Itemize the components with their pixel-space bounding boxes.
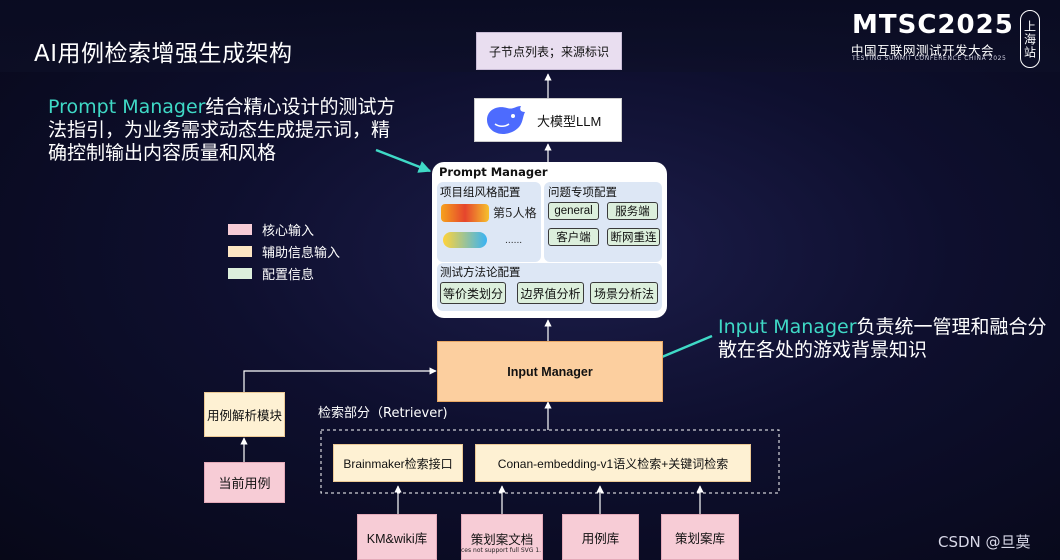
input-manager-node: Input Manager [437,341,663,402]
problem-config-title: 问题专项配置 [548,185,617,199]
arrow-parser-to-im [243,367,437,392]
legend-label: 辅助信息输入 [262,245,341,261]
csdn-watermark: CSDN @旦莫 [938,533,1031,551]
conan-retrieval-node: Conan-embedding-v1语义检索+关键词检索 [475,444,751,482]
legend-swatch-core [228,223,252,235]
annotation-input-highlight: Input Manager [718,316,857,338]
prompt-manager-title: Prompt Manager [439,165,548,179]
game-logo-1 [441,204,489,222]
deepseek-whale-icon [487,106,525,134]
chip-equivalence-partitioning: 等价类划分 [440,282,506,304]
llm-node: 大模型LLM [474,98,622,142]
annotation-prompt-text: 结合精心设计的测试方法指引，为业务需求动态生成提示词，精确控制输出内容质量和风格 [48,96,396,164]
conference-tagline: TESTING SUMMIT CONFERENCE CHINA 2025 [852,55,1007,62]
retriever-label: 检索部分（Retriever) [318,406,448,421]
problem-config-panel: 问题专项配置 general 服务端 客户端 断网重连 [544,182,662,262]
more-projects: ...... [505,236,523,246]
project-style-panel: 项目组风格配置 第5人格 ...... [437,182,541,262]
annotation-arrow-prompt [375,148,432,173]
chip-reconnect: 断网重连 [607,228,660,246]
chip-client: 客户端 [548,228,599,246]
conference-city-badge: 上海站 [1020,10,1040,68]
game-logo-identity-v: 第5人格 [493,206,537,220]
retriever-group-border [320,429,780,494]
methodology-title: 测试方法论配置 [440,265,521,279]
legend-item: 核心输入 [228,218,340,240]
legend-item: 配置信息 [228,262,340,284]
prompt-manager-node: Prompt Manager 项目组风格配置 第5人格 ...... 问题专项配… [432,162,667,318]
annotation-prompt-manager: Prompt Manager结合精心设计的测试方法指引，为业务需求动态生成提示词… [48,96,408,165]
brainmaker-node: Brainmaker检索接口 [333,444,463,482]
annotation-prompt-highlight: Prompt Manager [48,96,206,118]
page-title: AI用例检索增强生成架构 [34,41,293,67]
chip-general: general [548,202,599,220]
source-kmwiki: KM&wiki库 [357,514,437,560]
chip-server: 服务端 [607,202,658,220]
chip-scenario-analysis: 场景分析法 [590,282,658,304]
game-logo-2 [443,232,487,248]
source-plan-doc: 策划案文档 [461,514,543,560]
chip-boundary-value: 边界值分析 [517,282,584,304]
legend-swatch-aux [228,245,252,257]
project-style-title: 项目组风格配置 [440,185,521,199]
llm-label: 大模型LLM [537,113,602,129]
legend-label: 核心输入 [262,223,315,239]
legend-swatch-config [228,267,252,279]
case-parser-node: 用例解析模块 [204,392,285,437]
legend-item: 辅助信息输入 [228,240,340,262]
source-case-lib: 用例库 [562,514,639,560]
conference-subtitle: 中国互联网测试开发大会 [851,43,995,58]
annotation-input-manager: Input Manager负责统一管理和融合分散在各处的游戏背景知识 [718,316,1054,362]
svg-warning-text: ces not support full SVG 1. [461,547,542,554]
legend-label: 配置信息 [262,267,315,283]
methodology-panel: 测试方法论配置 等价类划分 边界值分析 场景分析法 [437,263,662,311]
annotation-input-text: 负责统一管理和融合分散在各处的游戏背景知识 [718,316,1047,361]
source-plan-lib: 策划案库 [661,514,739,560]
current-case-node: 当前用例 [204,462,285,503]
conference-logo: MTSC2025 [852,10,1014,40]
legend: 核心输入 辅助信息输入 配置信息 [228,218,340,284]
output-node: 子节点列表；来源标识 [476,32,622,70]
